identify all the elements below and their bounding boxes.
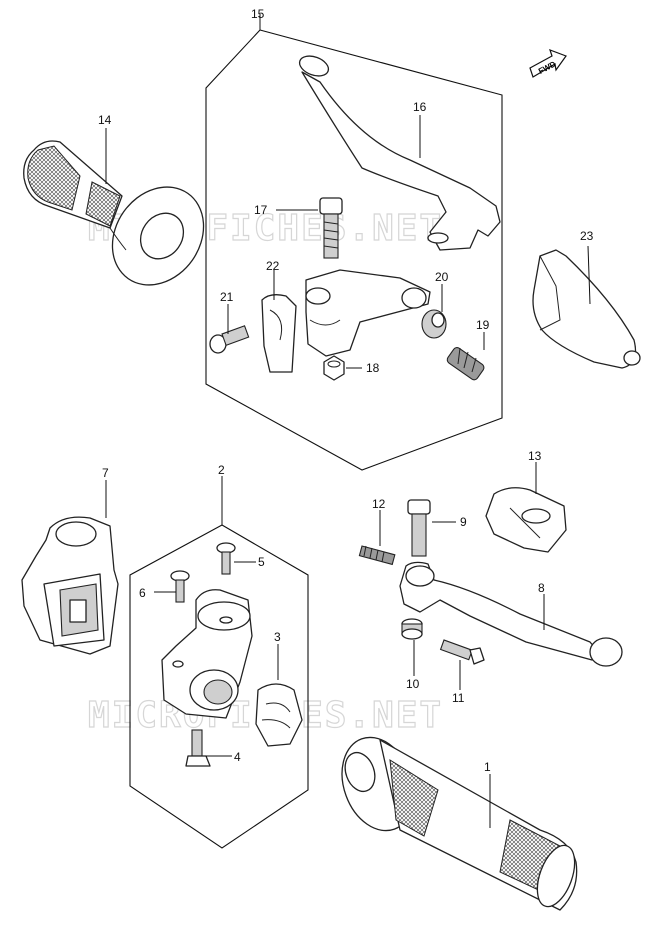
clamp-22 [261, 294, 297, 373]
clutch-lever-16 [298, 55, 501, 251]
label-23[interactable]: 23 [580, 229, 594, 243]
label-13[interactable]: 13 [528, 449, 542, 463]
label-18[interactable]: 18 [366, 361, 380, 375]
bolt-9 [407, 499, 431, 557]
label-14[interactable]: 14 [98, 113, 112, 127]
label-1[interactable]: 1 [484, 760, 491, 774]
screw-11 [439, 639, 485, 665]
label-9[interactable]: 9 [460, 515, 467, 529]
label-10[interactable]: 10 [406, 677, 420, 691]
screw-21 [209, 325, 250, 354]
assembly-15-box [205, 14, 503, 471]
label-16[interactable]: 16 [413, 100, 427, 114]
clamp-bracket-2 [161, 589, 253, 719]
lever-cap-13 [485, 487, 567, 553]
lever-perch [305, 269, 431, 357]
label-17[interactable]: 17 [254, 203, 268, 217]
grip-right-1 [341, 736, 578, 911]
bolt-17 [319, 197, 343, 259]
pin-12 [358, 545, 396, 566]
bolt-4 [185, 729, 211, 767]
lever-8 [399, 561, 623, 667]
switch-housing-7 [21, 516, 119, 655]
collar-10 [401, 618, 423, 640]
screw-5 [216, 542, 236, 575]
assembly-2-box [129, 476, 309, 849]
screw-6 [170, 570, 190, 603]
fwd-arrow-icon: FWD [529, 48, 567, 78]
label-22[interactable]: 22 [266, 259, 280, 273]
label-11[interactable]: 11 [452, 691, 465, 705]
label-12[interactable]: 12 [372, 497, 386, 511]
label-2[interactable]: 2 [218, 463, 225, 477]
lever-cover-23 [532, 249, 641, 369]
label-6[interactable]: 6 [139, 586, 146, 600]
label-15[interactable]: 15 [251, 7, 265, 21]
leader-lines [105, 115, 591, 828]
label-21[interactable]: 21 [220, 290, 234, 304]
label-4[interactable]: 4 [234, 750, 241, 764]
clamp-3 [255, 683, 303, 747]
adjuster-ring-20 [421, 309, 447, 339]
part-labels: 15 14 16 17 23 22 20 21 19 18 13 7 2 12 … [98, 7, 594, 774]
label-20[interactable]: 20 [435, 270, 449, 284]
label-7[interactable]: 7 [102, 466, 109, 480]
adjuster-bolt-19 [446, 347, 485, 381]
label-5[interactable]: 5 [258, 555, 265, 569]
label-8[interactable]: 8 [538, 581, 545, 595]
label-19[interactable]: 19 [476, 318, 490, 332]
nut-18 [323, 355, 345, 381]
grip-left-14 [23, 140, 205, 286]
label-3[interactable]: 3 [274, 630, 281, 644]
